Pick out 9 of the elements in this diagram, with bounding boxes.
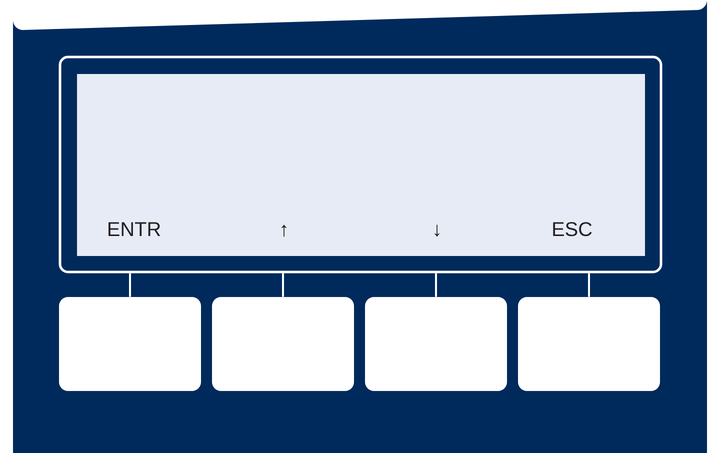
push-button xyxy=(365,297,507,391)
connector-line xyxy=(129,273,131,297)
connector-line xyxy=(282,273,284,297)
connector-line xyxy=(588,273,590,297)
push-button xyxy=(518,297,660,391)
connector-line xyxy=(435,273,437,297)
display-screen: ENTR ↑ ↓ ESC xyxy=(58,56,662,274)
push-button xyxy=(59,297,201,391)
push-button xyxy=(212,297,354,391)
